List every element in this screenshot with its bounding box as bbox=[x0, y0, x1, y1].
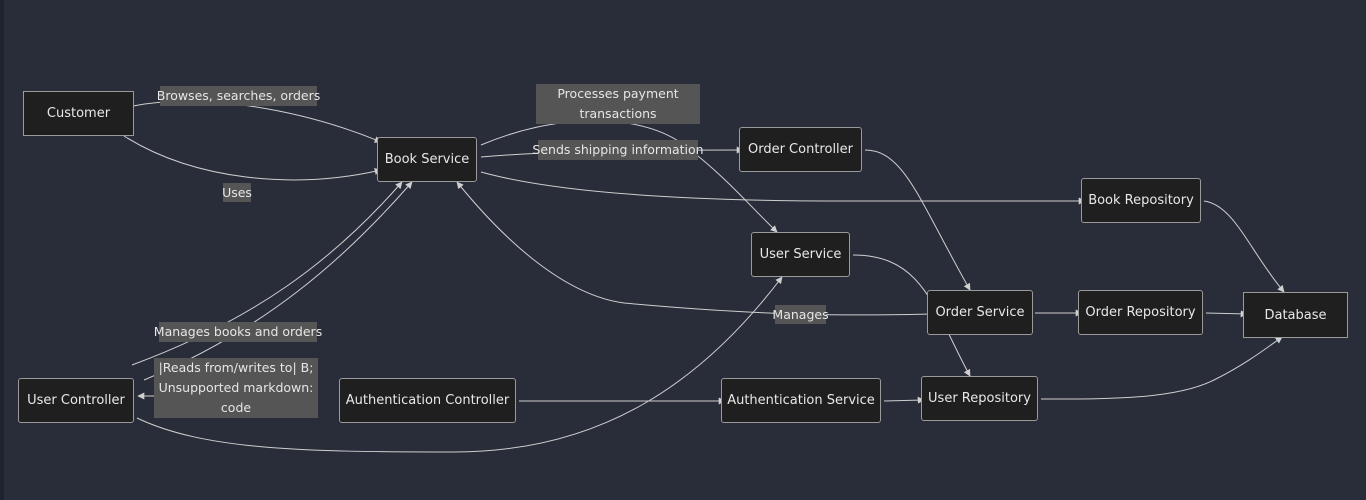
node-authentication-service[interactable]: Authentication Service bbox=[721, 378, 881, 423]
edge-label-manages-books-orders: Manages books and orders bbox=[154, 322, 322, 342]
node-user-repository[interactable]: User Repository bbox=[921, 376, 1038, 421]
edge-label-reads-writes: |Reads from/writes to| B; Unsupported ma… bbox=[154, 358, 318, 418]
edge-userservice-userrepo bbox=[852, 254, 971, 377]
edge-bookrepo-database bbox=[1203, 200, 1285, 293]
edge-label-manages: Manages bbox=[772, 305, 829, 324]
node-database[interactable]: Database bbox=[1243, 292, 1348, 338]
edge-authservice-userrepo bbox=[883, 396, 925, 404]
edge-label-reads-line2: Unsupported markdown: bbox=[158, 380, 314, 395]
edge-label-browses: Browses, searches, orders bbox=[157, 86, 320, 106]
edge-label-uses: Uses bbox=[222, 183, 252, 202]
node-authentication-controller[interactable]: Authentication Controller bbox=[339, 378, 516, 423]
edge-orderrepo-database bbox=[1205, 310, 1248, 318]
edge-orderservice-book-manages bbox=[456, 181, 932, 316]
edge-customer-book-uses bbox=[123, 135, 382, 181]
edge-label-processes-line2: transactions bbox=[579, 106, 657, 121]
edge-usercontroller-book-2 bbox=[143, 181, 413, 381]
node-order-service[interactable]: Order Service bbox=[927, 290, 1033, 335]
node-user-service[interactable]: User Service bbox=[751, 232, 850, 277]
edge-label-processes-line1: Processes payment bbox=[557, 86, 679, 101]
edge-label-sends-shipping: Sends shipping information bbox=[532, 140, 704, 160]
edge-label-reads-line1: |Reads from/writes to| B; bbox=[158, 360, 314, 375]
edge-usercontroller-book-1 bbox=[131, 181, 403, 366]
edge-ordercontroller-orderservice bbox=[864, 149, 971, 291]
node-order-repository[interactable]: Order Repository bbox=[1078, 290, 1203, 335]
edge-book-userservice-processes bbox=[480, 120, 778, 233]
node-book-repository[interactable]: Book Repository bbox=[1081, 178, 1201, 223]
edge-label-processes-payment: Processes payment transactions bbox=[536, 84, 700, 124]
edge-label-reads-line3: code bbox=[220, 400, 252, 415]
edge-usercontroller-userservice bbox=[136, 276, 783, 453]
edge-userrepo-database bbox=[1040, 336, 1283, 400]
edge-layer bbox=[123, 100, 1285, 453]
node-book-service[interactable]: Book Service bbox=[377, 137, 477, 182]
node-user-controller[interactable]: User Controller bbox=[18, 378, 134, 423]
node-order-controller[interactable]: Order Controller bbox=[739, 127, 862, 172]
edge-customer-book-browses bbox=[132, 100, 382, 143]
node-customer[interactable]: Customer bbox=[23, 91, 134, 136]
edge-book-bookrepo bbox=[480, 171, 1086, 205]
